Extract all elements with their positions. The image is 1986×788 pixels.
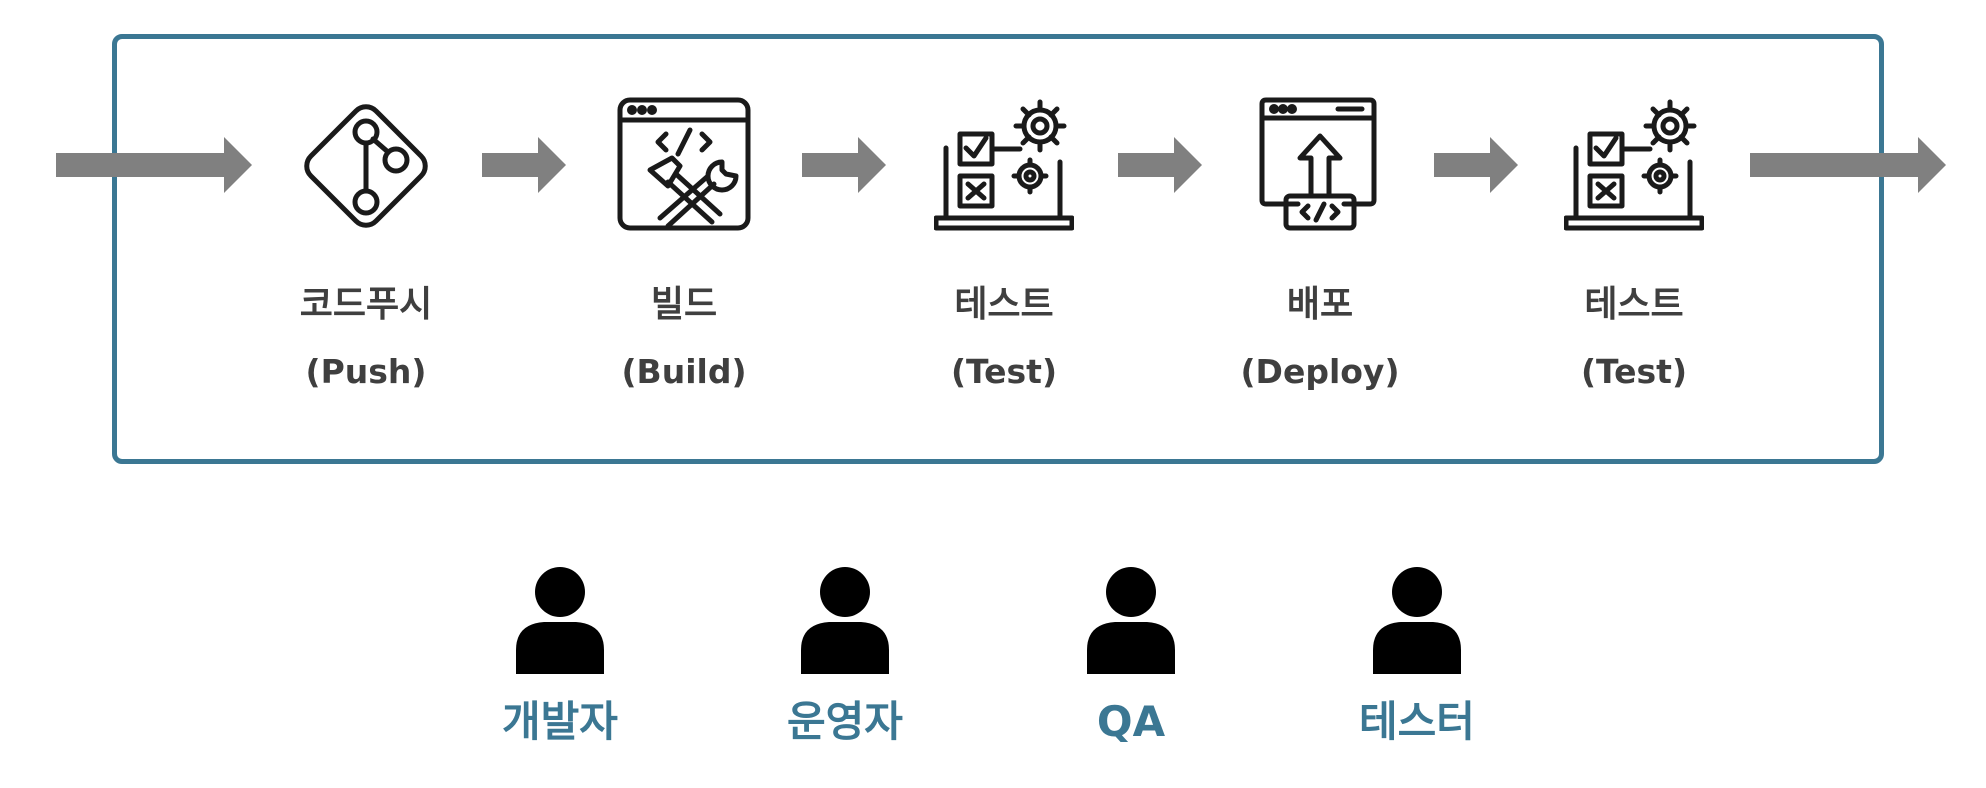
flow-arrow-build-test: [802, 137, 886, 193]
person-icon: [1371, 566, 1463, 674]
person-icon: [799, 566, 891, 674]
role-label-developer: 개발자: [502, 697, 618, 746]
step-sublabel-build: (Build): [621, 352, 747, 391]
deploy-upload-icon: [1250, 96, 1390, 236]
git-branch-icon: [296, 96, 436, 236]
pipeline-frame: [112, 34, 1884, 464]
step-label-test-1: 테스트 (Test): [884, 282, 1124, 395]
role-label-operator: 운영자: [787, 697, 903, 746]
step-label-test-2: 테스트 (Test): [1514, 282, 1754, 395]
step-sublabel-test-2: (Test): [1580, 352, 1688, 391]
flow-arrow-deploy-test: [1434, 137, 1518, 193]
flow-arrow-test-deploy: [1118, 137, 1202, 193]
person-icon: [1085, 566, 1177, 674]
step-label-push: 코드푸시 (Push): [246, 282, 486, 395]
person-icon: [514, 566, 606, 674]
step-sublabel-deploy: (Deploy): [1240, 352, 1400, 391]
build-tools-icon: [614, 96, 754, 236]
step-sublabel-test-1: (Test): [950, 352, 1058, 391]
role-label-qa: QA: [1096, 697, 1166, 746]
step-sublabel-push: (Push): [305, 352, 427, 391]
step-label-deploy: 배포 (Deploy): [1200, 282, 1440, 395]
flow-arrow-out: [1750, 137, 1946, 193]
role-label-tester: 테스터: [1359, 697, 1475, 746]
step-label-build: 빌드 (Build): [564, 282, 804, 395]
flow-arrow-push-build: [482, 137, 566, 193]
test-laptop-icon: [934, 96, 1074, 236]
test-laptop-icon: [1564, 96, 1704, 236]
flow-arrow-in: [56, 137, 252, 193]
